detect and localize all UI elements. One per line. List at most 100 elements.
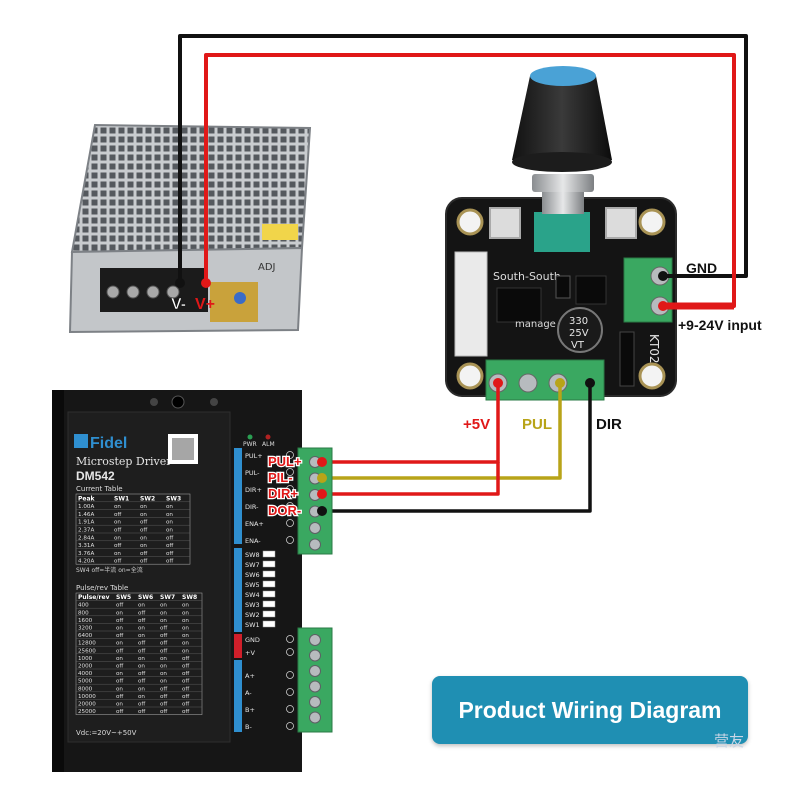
table-header-cell: SW8 [182,594,197,601]
table-cell: off [166,535,173,541]
terminal-screw-icon[interactable] [309,665,321,677]
banner-text: Product Wiring Diagram [458,696,722,723]
table-cell: 12800 [78,641,96,647]
terminal-screw-icon[interactable] [309,649,321,662]
knob-body[interactable] [512,76,612,160]
terminal-screw-icon[interactable] [309,538,321,551]
table-cell: off [160,648,167,654]
table-cell: on [166,504,173,510]
wires [178,34,748,513]
dip-switch[interactable] [262,620,276,628]
table-cell: off [114,528,121,534]
table-cell: off [138,709,145,715]
power-strip [234,634,242,658]
table-cell: on [160,671,167,677]
table-cell: off [166,551,173,557]
silkscreen-name: South-South [493,270,561,283]
dip-switch-label: SW7 [245,561,260,569]
pin-marker-icon [286,468,294,476]
terminal-screws [106,285,180,299]
table-cell: off [138,679,145,685]
dip-switch[interactable] [262,560,276,568]
table-cell: off [182,679,189,685]
pin-marker-icon [286,648,294,656]
red-wire-dir-plus [322,462,500,496]
capacitor: 330 25V VT [557,307,603,353]
table-cell: off [182,709,189,715]
table-cell: off [138,671,145,677]
table-cell: on [114,520,121,526]
signal-pin-label: PUL- [245,469,260,477]
table-cell: on [140,512,147,518]
driver-subtitle: Microstep Driver [76,455,172,468]
table-cell: off [182,702,189,708]
table-cell: off [116,633,123,639]
signal-pin-labels: PUL+PUL-DIR+DIR-ENA+ENA- [245,451,294,545]
terminal-screw-icon[interactable] [309,634,321,646]
table-cell: 3.76A [78,551,94,557]
table-cell: off [116,664,123,670]
capacitor-value: 330 [569,316,588,327]
dip-switch-label: SW6 [245,571,260,579]
table-cell: off [140,551,147,557]
table-header-cell: Peak [78,495,96,502]
terminal-screw-icon[interactable] [309,711,321,724]
motor-pin-labels: A+A-B+B- [245,671,294,731]
terminal-screw-icon[interactable] [309,680,321,693]
table-cell: off [116,694,123,700]
mounting-holes [456,208,666,390]
product-wiring-banner: Product Wiring Diagram [432,676,748,744]
table-cell: off [138,702,145,708]
table-cell: on [138,686,145,692]
led-pcb [210,282,258,322]
dip-switch-label: SW4 [245,591,260,599]
pul-minus-dot [317,473,327,483]
terminal-screw-icon[interactable] [309,696,321,708]
dip-switch[interactable] [262,550,276,558]
table-cell: off [114,559,121,565]
table-cell: 6400 [78,633,93,639]
pin-marker-icon [286,536,294,544]
speed-controller-board: South-South manage 330 25V VT KT02 [445,66,677,401]
alm-led [265,434,271,440]
table-cell: on [116,626,123,632]
vdc-label: Vdc:=20V~+50V [76,729,137,737]
v-plus-label: V+ [195,296,215,313]
knob[interactable] [512,66,612,172]
table-cell: off [160,641,167,647]
dip-switch[interactable] [262,600,276,608]
table-cell: 1000 [78,656,93,662]
table-cell: off [138,641,145,647]
signal-strip [234,448,242,544]
terminal-screw-icon[interactable] [309,522,321,534]
switch-strip [234,548,242,632]
signal-pin-label: ENA+ [245,520,264,528]
dip-switch[interactable] [262,580,276,588]
driver-model: DM542 [76,469,115,483]
dip-switch-label: SW3 [245,601,260,609]
table-cell: off [140,528,147,534]
pin-marker-icon [286,705,294,713]
table-cell: off [138,648,145,654]
qr-code [168,434,198,464]
power-supply: ADJ V- V+ [68,123,312,334]
table-cell: on [182,610,189,616]
table-cell: 2.84A [78,535,94,541]
table-cell: on [182,633,189,639]
table-cell: off [116,709,123,715]
knob-cap[interactable] [530,66,596,86]
dip-switch-label: SW5 [245,581,260,589]
table-header-cell: SW3 [166,495,181,502]
pin-marker-icon [286,451,294,459]
dip-switch[interactable] [262,590,276,598]
table-cell: on [166,512,173,518]
table-cell: on [160,610,167,616]
mount-hole-top-left [150,398,158,406]
pin-marker-icon [286,485,294,493]
table-cell: 4000 [78,671,93,677]
black-wire-gnd [178,34,748,283]
table-cell: off [160,626,167,632]
dip-switch[interactable] [262,610,276,618]
dip-switch[interactable] [262,570,276,578]
table-cell: on [138,656,145,662]
